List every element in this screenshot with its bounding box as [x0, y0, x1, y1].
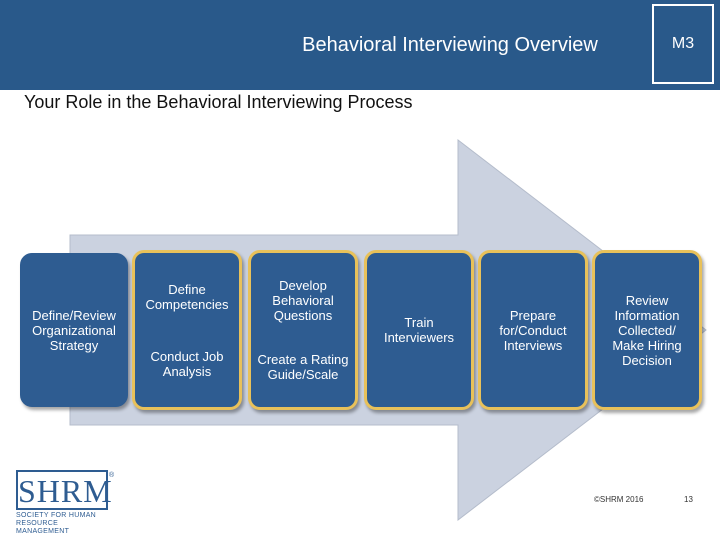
step-label: Define Competencies: [145, 281, 229, 312]
shrm-tagline-line: RESOURCE MANAGEMENT: [16, 520, 70, 535]
shrm-tagline: SOCIETY FOR HUMAN RESOURCE MANAGEMENT: [16, 512, 112, 536]
step-define-review-strategy: Define/Review Organizational Strategy: [20, 253, 128, 407]
step-label: Create a Rating Guide/Scale: [257, 352, 349, 383]
slide-title: Behavioral Interviewing Overview: [302, 34, 598, 56]
step-label: Train Interviewers: [383, 315, 455, 345]
shrm-logo: SHRM ® SOCIETY FOR HUMAN RESOURCE MANAGE…: [16, 470, 116, 535]
step-train-interviewers: Train Interviewers: [364, 250, 474, 410]
step-label: Review Information Collected/ Make Hirin…: [612, 292, 682, 368]
page-number: 13: [684, 495, 693, 504]
shrm-wordmark: SHRM: [16, 470, 112, 510]
shrm-tagline-line: SOCIETY FOR HUMAN: [16, 512, 97, 519]
registered-mark: ®: [109, 472, 115, 479]
step-prepare-conduct-interviews: Prepare for/Conduct Interviews: [478, 250, 588, 410]
module-badge: M3: [652, 4, 714, 84]
slide-subtitle: Your Role in the Behavioral Interviewing…: [24, 92, 413, 112]
copyright-text: ©SHRM 2016: [594, 495, 644, 504]
header-bar: Behavioral Interviewing Overview M3: [0, 0, 720, 90]
step-review-hiring-decision: Review Information Collected/ Make Hirin…: [592, 250, 702, 410]
step-label: Develop Behavioral Questions: [272, 277, 334, 323]
step-label: Define/Review Organizational Strategy: [32, 307, 116, 353]
step-label: Conduct Job Analysis: [150, 348, 224, 379]
step-label: Prepare for/Conduct Interviews: [499, 307, 567, 353]
step-competencies-job-analysis: Define Competencies Conduct Job Analysis: [132, 250, 242, 410]
step-questions-rating-guide: Develop Behavioral Questions Create a Ra…: [248, 250, 358, 410]
